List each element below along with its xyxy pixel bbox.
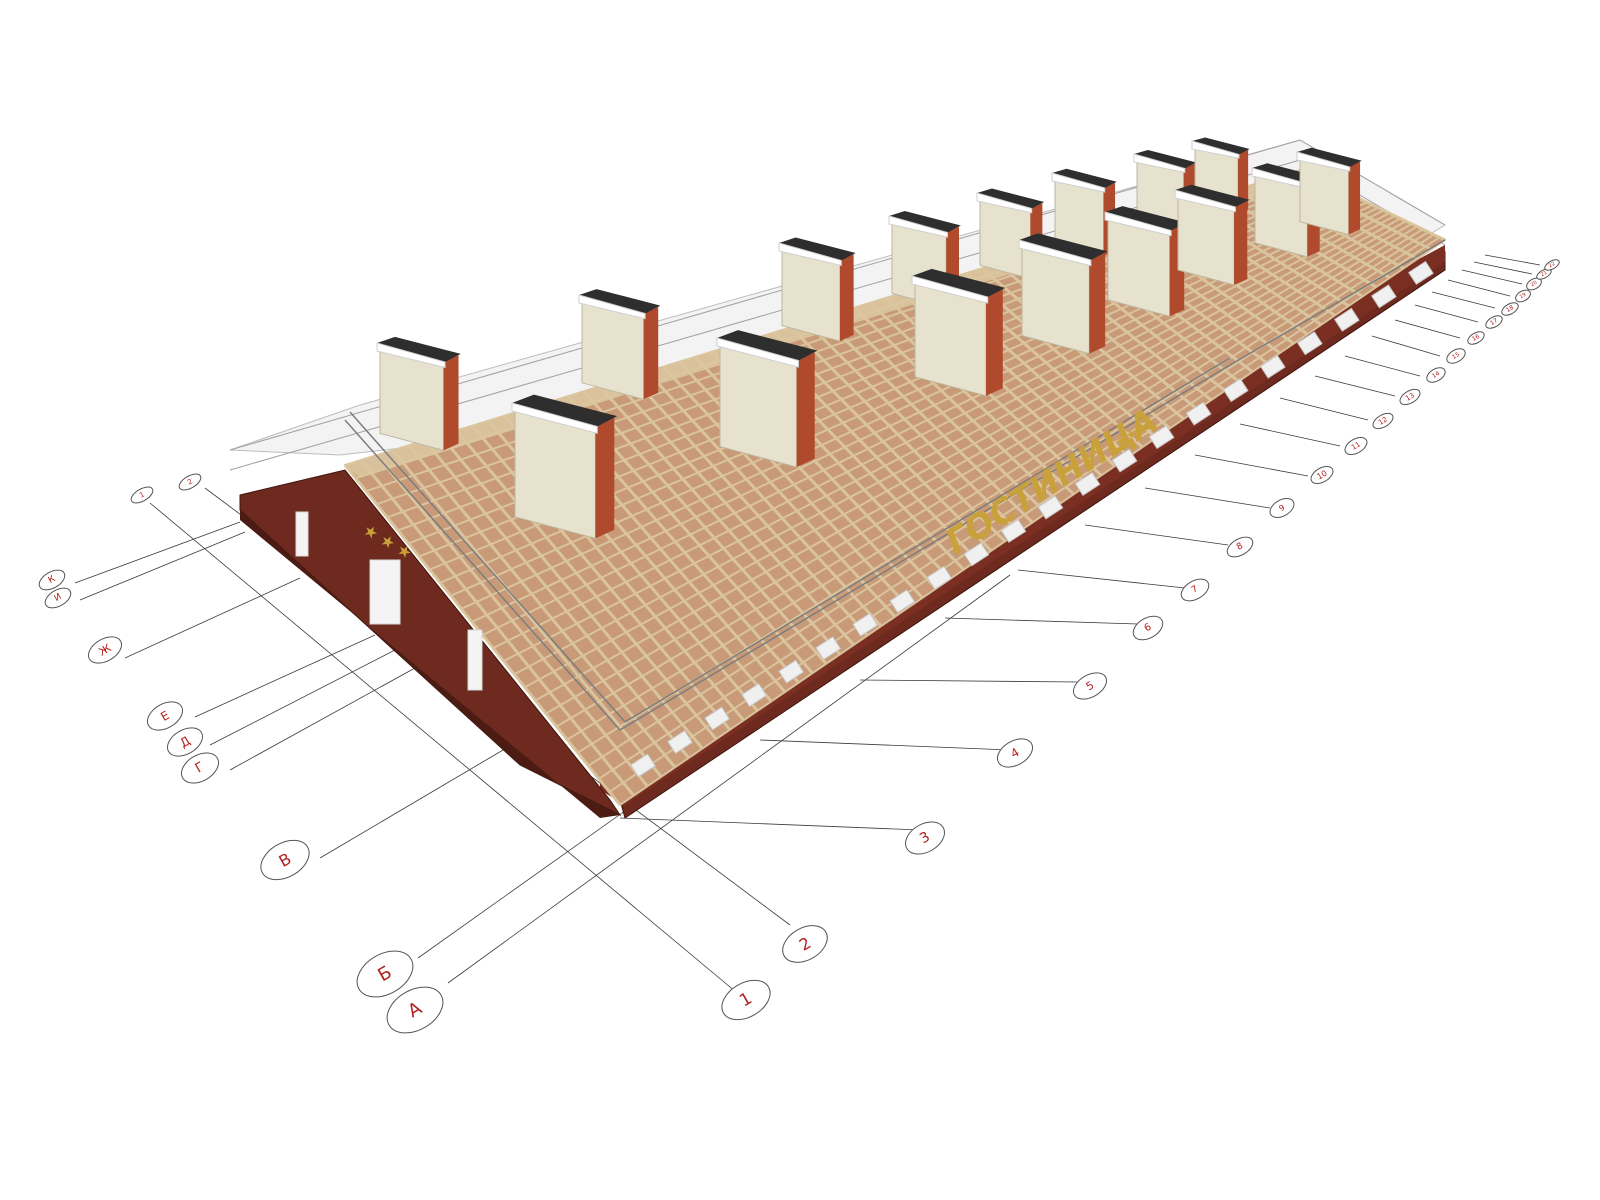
facade-window (778, 659, 805, 684)
chimneys (376, 137, 1362, 539)
number-axis-bubble: 9 (1269, 498, 1295, 518)
number-axis-bubble: 6 (1132, 615, 1164, 641)
number-axis-bubble: 22 (1544, 259, 1560, 271)
facade-window (1148, 425, 1175, 450)
svg-text:6: 6 (1142, 622, 1153, 635)
chimney (578, 289, 661, 400)
facade-window (963, 542, 990, 567)
number-axis-bubble: 10 (1310, 465, 1334, 485)
svg-text:2: 2 (186, 477, 194, 486)
svg-text:21: 21 (1540, 270, 1549, 278)
chimney (778, 237, 856, 342)
chimney (1104, 206, 1187, 317)
number-axis-bubble: 13 (1399, 388, 1421, 406)
svg-text:14: 14 (1431, 370, 1441, 380)
facade-window (1111, 448, 1138, 473)
facade-window (1222, 378, 1249, 403)
facade-window (1037, 495, 1064, 520)
far-axis-bubble: 2 (178, 473, 202, 491)
facade-window (1408, 260, 1434, 285)
chimney (1174, 184, 1250, 286)
number-axis-bubble: 5 (1072, 672, 1108, 700)
facade-window (667, 729, 693, 754)
gable-window (295, 511, 309, 557)
facade-window (704, 706, 730, 731)
facade-window (630, 753, 656, 778)
number-axis-bubble: 20 (1526, 277, 1542, 291)
number-axis-bubble: 1 (721, 979, 771, 1021)
svg-text:11: 11 (1350, 440, 1362, 451)
svg-text:8: 8 (1235, 541, 1245, 553)
number-axis-bubble: 16 (1467, 331, 1485, 345)
number-axis-bubble: 11 (1344, 436, 1368, 456)
svg-text:10: 10 (1315, 469, 1328, 482)
chimney (1296, 147, 1362, 236)
letter-axis-bubble: Д (166, 727, 204, 757)
letter-axis-bubble: К (38, 569, 66, 591)
number-axis-bubble: 8 (1226, 536, 1254, 558)
letter-axis-bubble: Б (356, 950, 414, 998)
far-axis-bubble: 1 (130, 486, 154, 504)
svg-text:16: 16 (1471, 333, 1481, 343)
facade-window (1185, 401, 1212, 426)
number-axis-bubble: 3 (905, 821, 945, 855)
building-model: ★ ★ ★ ГОСТИНИЦА ★★★ (229, 137, 1446, 819)
number-axis-bubble: 12 (1372, 412, 1394, 430)
number-axis-bubble: 2 (782, 925, 828, 963)
number-axis-bubble: 4 (996, 738, 1034, 768)
svg-text:18: 18 (1505, 304, 1515, 314)
chimney (716, 330, 818, 468)
chimney (888, 211, 961, 309)
chimney (1018, 233, 1108, 355)
letter-axis-bubble: А (386, 986, 444, 1034)
svg-text:15: 15 (1451, 351, 1461, 361)
facade-window (1000, 518, 1027, 543)
facade-window (889, 589, 916, 614)
roof-timber-lattice (343, 168, 1446, 806)
svg-text:К: К (47, 574, 58, 586)
facade-window (1259, 354, 1286, 379)
gable-window (369, 559, 401, 625)
facade-window (1296, 331, 1323, 356)
number-axis-bubble: 17 (1485, 315, 1503, 329)
facade-window (1333, 307, 1360, 332)
svg-text:7: 7 (1190, 584, 1200, 596)
svg-text:22: 22 (1548, 261, 1557, 269)
facade-window (1370, 284, 1397, 309)
chimney (911, 268, 1006, 397)
letter-axis-bubble: И (44, 587, 72, 609)
letter-axis-bubble: Г (181, 752, 219, 784)
svg-text:12: 12 (1377, 415, 1389, 426)
letter-axis-bubble: Е (146, 701, 184, 731)
axis-bubbles: АБВГДЕЖИК1234567891011121314151617181920… (38, 259, 1560, 1034)
svg-text:19: 19 (1519, 292, 1528, 300)
svg-text:13: 13 (1404, 391, 1416, 402)
facade-window (815, 636, 842, 661)
svg-text:17: 17 (1489, 317, 1499, 327)
facade-window (926, 565, 953, 590)
number-axis-bubble: 14 (1426, 367, 1446, 383)
chimney (376, 336, 461, 452)
svg-text:20: 20 (1530, 280, 1539, 288)
number-axis-bubble: 7 (1180, 578, 1210, 602)
gable-window (467, 629, 483, 691)
number-axis-bubble: 15 (1446, 348, 1466, 364)
letter-axis-bubble: В (260, 839, 310, 881)
number-axis-bubble: 18 (1501, 302, 1519, 316)
svg-text:9: 9 (1278, 503, 1287, 513)
chimney (511, 394, 618, 539)
facade-window (741, 683, 768, 708)
facade-window (852, 612, 879, 637)
number-axis-bubble: 19 (1515, 289, 1531, 303)
chimney (1051, 168, 1117, 257)
front-railing (344, 239, 1446, 731)
gable-windows (295, 511, 483, 691)
svg-text:И: И (53, 592, 64, 604)
facade-window (1074, 471, 1101, 496)
letter-axis-bubble: Ж (87, 636, 123, 664)
facade-windows (630, 260, 1434, 778)
svg-text:1: 1 (138, 490, 146, 499)
svg-text:Ж: Ж (97, 641, 114, 658)
